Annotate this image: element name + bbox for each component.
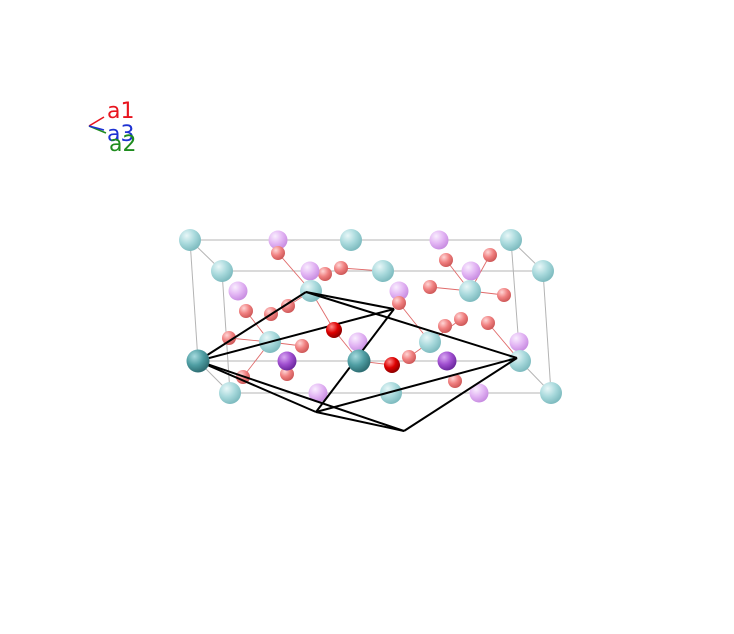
atom-teal[interactable] [500,229,522,251]
atom-teal-primitive[interactable] [347,349,371,373]
atoms-front [186,322,457,373]
atom-teal[interactable] [540,382,562,404]
primitive-edge [315,411,405,432]
primitive-edge [315,357,518,413]
primitive-edge [197,308,395,362]
atom-teal[interactable] [372,260,394,282]
atom-red[interactable] [439,253,453,267]
atom-red[interactable] [497,288,511,302]
cell-edge [542,270,552,394]
atom-teal[interactable] [509,350,531,372]
atom-red[interactable] [318,267,332,281]
primitive-edge [197,360,405,432]
atom-violet[interactable] [348,332,368,352]
atom-red[interactable] [481,316,495,330]
primitive-edge [197,360,317,413]
primitive-edge [305,291,395,310]
primitive-cell [197,291,518,432]
atom-red[interactable] [392,296,406,310]
atom-violet[interactable] [469,383,489,403]
atom-teal[interactable] [211,260,233,282]
atom-red[interactable] [402,350,416,364]
atom-violet[interactable] [509,332,529,352]
axis-a1-label: a1 [107,99,134,124]
atom-violet-primitive[interactable] [277,351,297,371]
atom-red[interactable] [239,304,253,318]
cell-edge [189,239,199,362]
atom-violet[interactable] [300,261,320,281]
atom-red[interactable] [295,339,309,353]
atom-red[interactable] [281,299,295,313]
atom-teal[interactable] [300,280,322,302]
primitive-edge [197,291,307,362]
atom-violet-primitive[interactable] [437,351,457,371]
atom-violet[interactable] [228,281,248,301]
atom-red[interactable] [222,331,236,345]
atom-teal[interactable] [219,382,241,404]
atom-red[interactable] [423,280,437,294]
atom-red-primitive[interactable] [384,357,400,373]
atom-teal-primitive[interactable] [186,349,210,373]
atom-teal[interactable] [459,280,481,302]
axis-a2-label: a2 [109,132,136,157]
axis-triad-icon: a1 a3 a2 [88,99,136,157]
atom-violet[interactable] [308,383,328,403]
atom-violet[interactable] [429,230,449,250]
atom-teal[interactable] [532,260,554,282]
primitive-edge [403,357,518,432]
atom-teal[interactable] [340,229,362,251]
atom-red[interactable] [438,319,452,333]
atom-teal[interactable] [179,229,201,251]
atom-teal[interactable] [419,331,441,353]
atom-violet[interactable] [461,261,481,281]
primitive-edge [305,291,518,359]
axis-a1-arrow [88,116,105,127]
atom-violet[interactable] [389,281,409,301]
atom-red[interactable] [334,261,348,275]
atom-violet[interactable] [268,230,288,250]
atom-red[interactable] [280,367,294,381]
atom-red[interactable] [454,312,468,326]
atom-red[interactable] [483,248,497,262]
atom-teal[interactable] [380,382,402,404]
axis-a3-label: a3 [107,122,134,147]
atom-red[interactable] [271,246,285,260]
atom-red[interactable] [448,374,462,388]
axis-a3-arrow [88,125,105,131]
atom-red-primitive[interactable] [326,322,342,338]
